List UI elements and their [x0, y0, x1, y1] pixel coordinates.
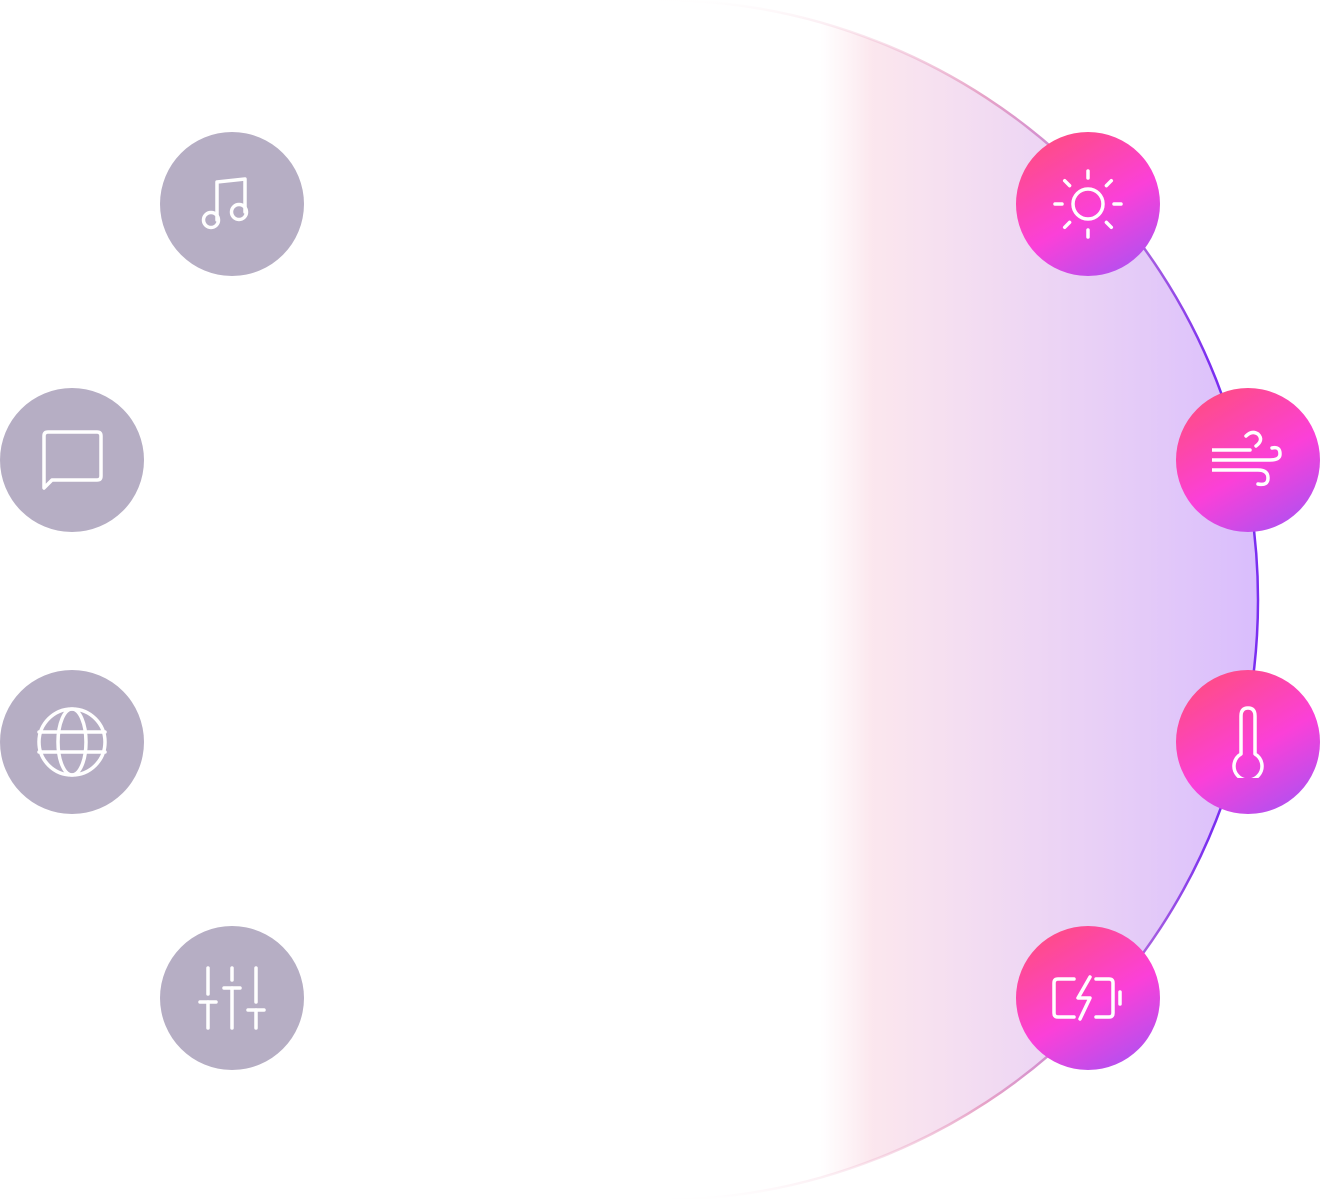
wind-icon — [1212, 424, 1284, 496]
message-button[interactable] — [0, 388, 144, 532]
sliders-icon — [196, 962, 268, 1034]
music-note-icon — [196, 168, 268, 240]
fan-button[interactable] — [1176, 388, 1320, 532]
chat-bubble-icon — [36, 424, 108, 496]
brightness-button[interactable] — [1016, 132, 1160, 276]
globe-button[interactable] — [0, 670, 144, 814]
sun-icon — [1052, 168, 1124, 240]
temperature-button[interactable] — [1176, 670, 1320, 814]
battery-charging-icon — [1052, 962, 1124, 1034]
thermometer-icon — [1212, 706, 1284, 778]
arc-fill — [58, 0, 1258, 1200]
music-button[interactable] — [160, 132, 304, 276]
arc-outline — [657, 0, 1260, 1200]
battery-button[interactable] — [1016, 926, 1160, 1070]
equalizer-button[interactable] — [160, 926, 304, 1070]
globe-icon — [36, 706, 108, 778]
